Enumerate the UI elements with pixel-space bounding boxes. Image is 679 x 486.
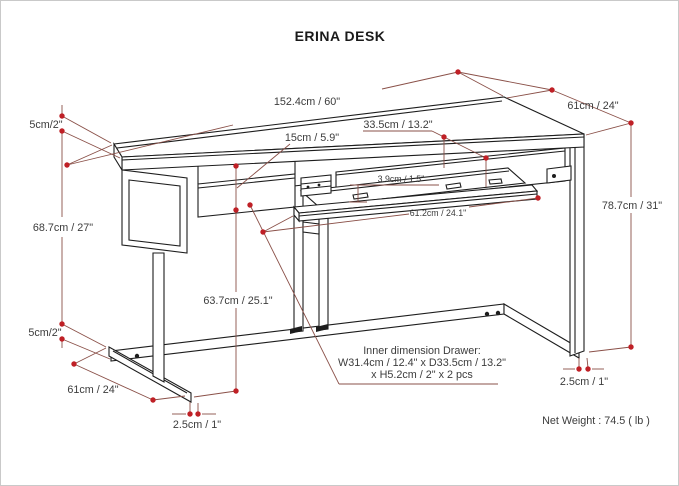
tray-clip-3 <box>488 178 503 185</box>
label-tray-extension-depth: 33.5cm / 13.2" <box>363 119 432 131</box>
tray-slide-slot-2 <box>300 185 332 190</box>
desktop-front-edge <box>121 136 585 161</box>
desk-drawing <box>108 96 585 403</box>
left-side-panel <box>121 169 188 254</box>
tray-slide-slot-1 <box>300 180 332 185</box>
left-side-panel-inset <box>128 179 181 247</box>
right-drawer-front-edge <box>335 150 566 176</box>
left-drawer-top-edge <box>197 177 296 189</box>
divider-pad-2 <box>316 324 328 332</box>
page-title: ERINA DESK <box>295 28 386 44</box>
dimension-lines <box>61 71 632 415</box>
tray-bracket-right <box>546 165 572 184</box>
tray-clip-2 <box>445 182 462 190</box>
tray-rail-left-cap <box>293 205 300 223</box>
label-foot-clearance-right: 2.5cm / 1" <box>560 376 608 388</box>
divider-crosspiece <box>302 221 320 235</box>
left-leg <box>152 252 165 383</box>
tray-bracket-pin <box>552 174 556 178</box>
center-divider-left <box>293 184 304 333</box>
desktop-back-edge <box>116 100 503 149</box>
label-top-thickness: 5cm/2" <box>29 119 62 131</box>
label-tray-thickness: 3.9cm / 1.5" <box>378 174 425 184</box>
label-drawer-face-height: 15cm / 5.9" <box>285 132 339 144</box>
right-side-panel <box>569 134 585 357</box>
tray-slide-pin-2 <box>317 183 321 187</box>
tray-slide-left <box>300 174 332 197</box>
divider-pad-1 <box>290 326 302 334</box>
label-knee-clearance: 63.7cm / 25.1" <box>203 295 272 307</box>
tray-clip-1 <box>352 192 369 200</box>
rail-hole-2 <box>495 310 501 316</box>
tray-slide-pin-1 <box>306 185 310 189</box>
label-stretcher-height: 5cm/2" <box>28 327 61 339</box>
label-overall-height: 78.7cm / 31" <box>602 200 662 212</box>
label-net-weight: Net Weight : 74.5 ( lb ) <box>542 415 650 427</box>
right-foot <box>503 303 580 359</box>
label-drawer-inner-line2: W31.4cm / 12.4" x D33.5cm / 13.2" <box>338 357 506 369</box>
label-foot-depth: 61cm / 24" <box>67 384 118 396</box>
tray-front-rail-edge <box>298 193 538 217</box>
rail-hole-1 <box>484 311 490 317</box>
label-top-depth: 61cm / 24" <box>567 100 618 112</box>
label-tray-width: 61.2cm / 24.1" <box>410 208 466 218</box>
left-foot-edge <box>112 350 188 394</box>
label-overall-width: 152.4cm / 60" <box>274 96 340 108</box>
label-foot-clearance-front: 2.5cm / 1" <box>173 419 221 431</box>
dimension-marker-dots <box>59 69 634 417</box>
foot-glide <box>134 353 140 359</box>
label-drawer-inner-line1: Inner dimension Drawer: <box>363 345 481 357</box>
label-side-panel-height: 68.7cm / 27" <box>33 222 93 234</box>
label-drawer-inner-line3: x H5.2cm / 2" x 2 pcs <box>371 369 473 381</box>
tray-surface-edge <box>302 170 510 195</box>
